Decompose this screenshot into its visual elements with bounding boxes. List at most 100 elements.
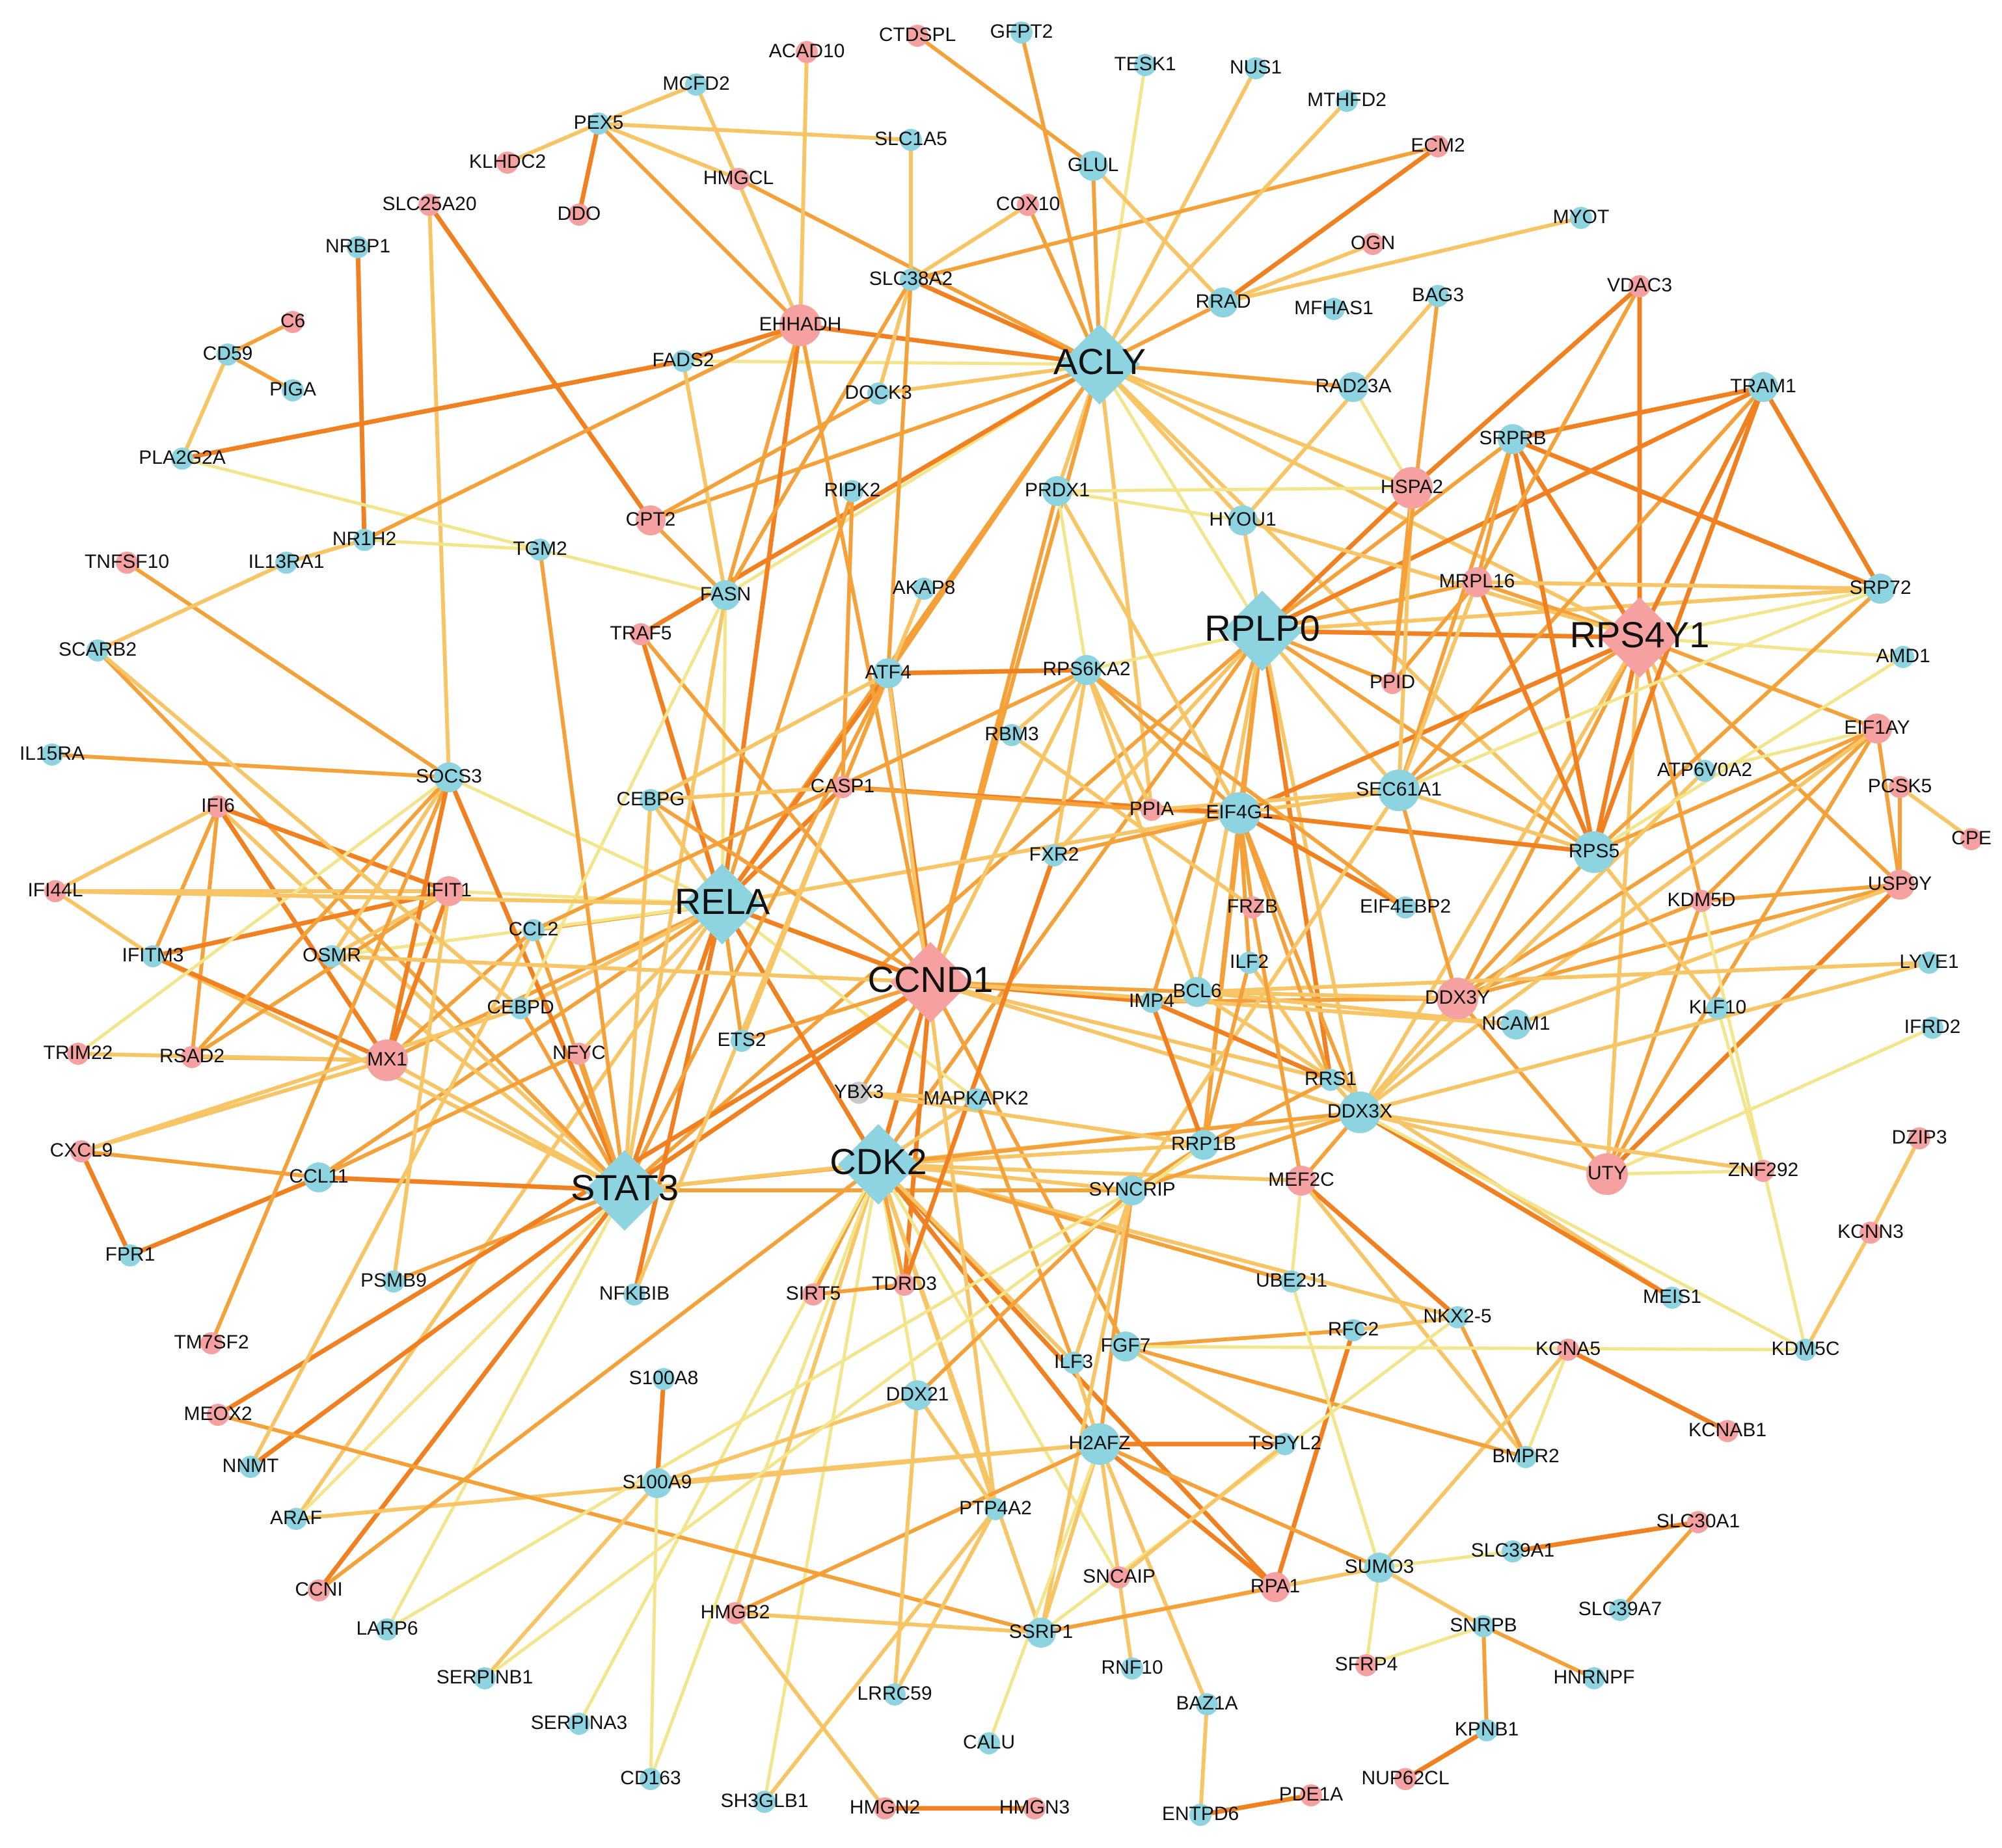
edge-acly-tesk1	[1098, 63, 1147, 366]
edge-nkx2-5-rfc2	[1351, 1315, 1459, 1332]
edge-klf10-rps5	[1592, 850, 1720, 1010]
edge-nr1h2-ehhadh	[362, 323, 802, 542]
node-rps6ka2	[1072, 655, 1102, 685]
node-label-tnfsf10: TNFSF10	[85, 551, 169, 572]
node-label-slc1a5: SLC1A5	[874, 128, 947, 150]
edge-kdm5d-uty	[1605, 899, 1703, 1176]
edge-rps6ka2-fxr2	[1052, 668, 1089, 857]
node-rnf10	[1121, 1657, 1143, 1680]
edge-rela-stat3	[622, 902, 725, 1193]
edge-ehhadh-fasn	[724, 323, 802, 597]
edge-slc25a20-cpt2	[427, 202, 653, 523]
node-sh3glb1	[753, 1791, 776, 1813]
node-psmb9	[383, 1270, 405, 1292]
edge-rela-ehhadh	[720, 323, 803, 907]
edge-imp4-rrs1	[1149, 999, 1333, 1082]
edge-ccnd1-ncam1	[928, 980, 1518, 1026]
node-ilf3	[1062, 1352, 1085, 1374]
node-ccl2	[522, 919, 545, 941]
edge-casp1-ppia	[841, 785, 1154, 812]
node-lyve1	[1918, 952, 1940, 974]
edge-acly-nus1	[1098, 66, 1258, 366]
node-label-pde1a: PDE1A	[1279, 1784, 1343, 1805]
node-label-socs3: SOCS3	[416, 766, 482, 787]
edge-stat3-cebpg	[623, 798, 653, 1192]
edge-rrad-ogn	[1221, 242, 1375, 304]
node-ddx3y	[1437, 978, 1478, 1019]
node-label-mx1: MX1	[367, 1049, 407, 1070]
node-label-ccni: CCNI	[295, 1579, 342, 1600]
node-mcfd2	[685, 74, 707, 96]
edge-s100a8-s100a9	[655, 1376, 666, 1486]
node-label-eif1ay: EIF1AY	[1844, 717, 1910, 738]
edge-rplp0-fxr2	[1052, 629, 1264, 857]
node-label-hnrnpf: HNRNPF	[1554, 1667, 1635, 1688]
node-kdm5c	[1794, 1339, 1817, 1361]
node-label-ehhadh: EHHADH	[759, 314, 842, 335]
node-slc25a20	[418, 194, 440, 216]
edge-pex5-ehhadh	[597, 122, 802, 327]
edge-pex5-mcfd2	[597, 83, 698, 126]
edge-kcna5-sumo3	[1377, 1348, 1570, 1570]
node-hmgn2	[874, 1797, 896, 1819]
node-nup62cl	[1394, 1768, 1416, 1790]
edge-ccnd1-fgf7	[928, 980, 1128, 1348]
node-label-kcnab1: KCNAB1	[1688, 1419, 1766, 1441]
node-label-usp9y: USP9Y	[1868, 873, 1932, 894]
edge-cpt2-dock3	[649, 392, 880, 522]
edge-bag3-hyou1	[1241, 294, 1440, 522]
node-label-ifitm3: IFITM3	[122, 944, 184, 966]
edge-rps4y1-hyou1	[1241, 518, 1642, 639]
node-label-kcnn3: KCNN3	[1837, 1221, 1904, 1242]
node-ddx21	[902, 1380, 932, 1410]
node-usp9y	[1885, 870, 1915, 900]
node-label-ccnd1: CCND1	[868, 959, 994, 1000]
node-label-mrpl16: MRPL16	[1439, 570, 1515, 592]
edge-socs3-rsad2	[190, 775, 451, 1059]
node-rps5	[1573, 831, 1615, 873]
node-hyou1	[1228, 505, 1258, 535]
node-label-sec61a1: SEC61A1	[1356, 779, 1442, 800]
edge-rbm3-frzb	[1010, 733, 1254, 909]
edge-rps4y1-kdm5d	[1638, 636, 1703, 903]
edge-acly-ppia	[1098, 362, 1154, 812]
node-atp6v0a2	[1694, 760, 1716, 782]
node-label-tdrd3: TDRD3	[872, 1273, 937, 1294]
node-meis1	[1661, 1287, 1683, 1309]
edge-ccnd1-ehhadh	[798, 323, 932, 984]
node-label-hyou1: HYOU1	[1209, 509, 1276, 530]
edge-atf4-cebpg	[649, 671, 890, 802]
node-label-glul: GLUL	[1068, 154, 1118, 176]
node-label-mthfd2: MTHFD2	[1307, 89, 1387, 111]
node-imp4	[1141, 991, 1163, 1013]
edge-fxr2-eif4g1	[1052, 811, 1241, 857]
node-label-casp1: CASP1	[811, 775, 874, 797]
edge-stat3-mx1	[385, 1058, 627, 1192]
node-label-ddx3x: DDX3X	[1327, 1101, 1392, 1122]
edge-eif1ay-ddx3x	[1358, 727, 1879, 1114]
node-label-amd1: AMD1	[1876, 645, 1930, 667]
node-myot	[1570, 207, 1592, 229]
node-dock3	[867, 382, 889, 405]
edge-eif4g1-rps6ka2	[1085, 668, 1241, 815]
edge-rps6ka2-bcl6	[1085, 668, 1199, 994]
node-label-ogn: OGN	[1351, 232, 1395, 254]
node-label-gfpt2: GFPT2	[990, 21, 1053, 42]
edge-eif4g1-ddx3x	[1238, 811, 1362, 1114]
node-label-hmgn3: HMGN3	[999, 1797, 1070, 1818]
node-label-cebpd: CEBPD	[487, 997, 554, 1018]
edge-acad10-ehhadh	[798, 50, 809, 327]
node-hmgn3	[1023, 1797, 1046, 1819]
edge-imp4-rrp1b	[1149, 999, 1206, 1147]
node-label-ripk2: RIPK2	[824, 479, 881, 501]
node-label-atp6v0a2: ATP6V0A2	[1657, 759, 1752, 781]
edge-socs3-tnfsf10	[125, 561, 451, 779]
node-serpina3	[568, 1713, 590, 1735]
node-label-piga: PIGA	[269, 379, 316, 400]
edge-socs3-il15ra	[50, 753, 451, 779]
node-baz1a	[1196, 1693, 1218, 1715]
edge-prdx1-ccnd1	[928, 489, 1059, 984]
node-label-ilf3: ILF3	[1054, 1351, 1093, 1373]
node-label-rnf10: RNF10	[1101, 1657, 1163, 1678]
